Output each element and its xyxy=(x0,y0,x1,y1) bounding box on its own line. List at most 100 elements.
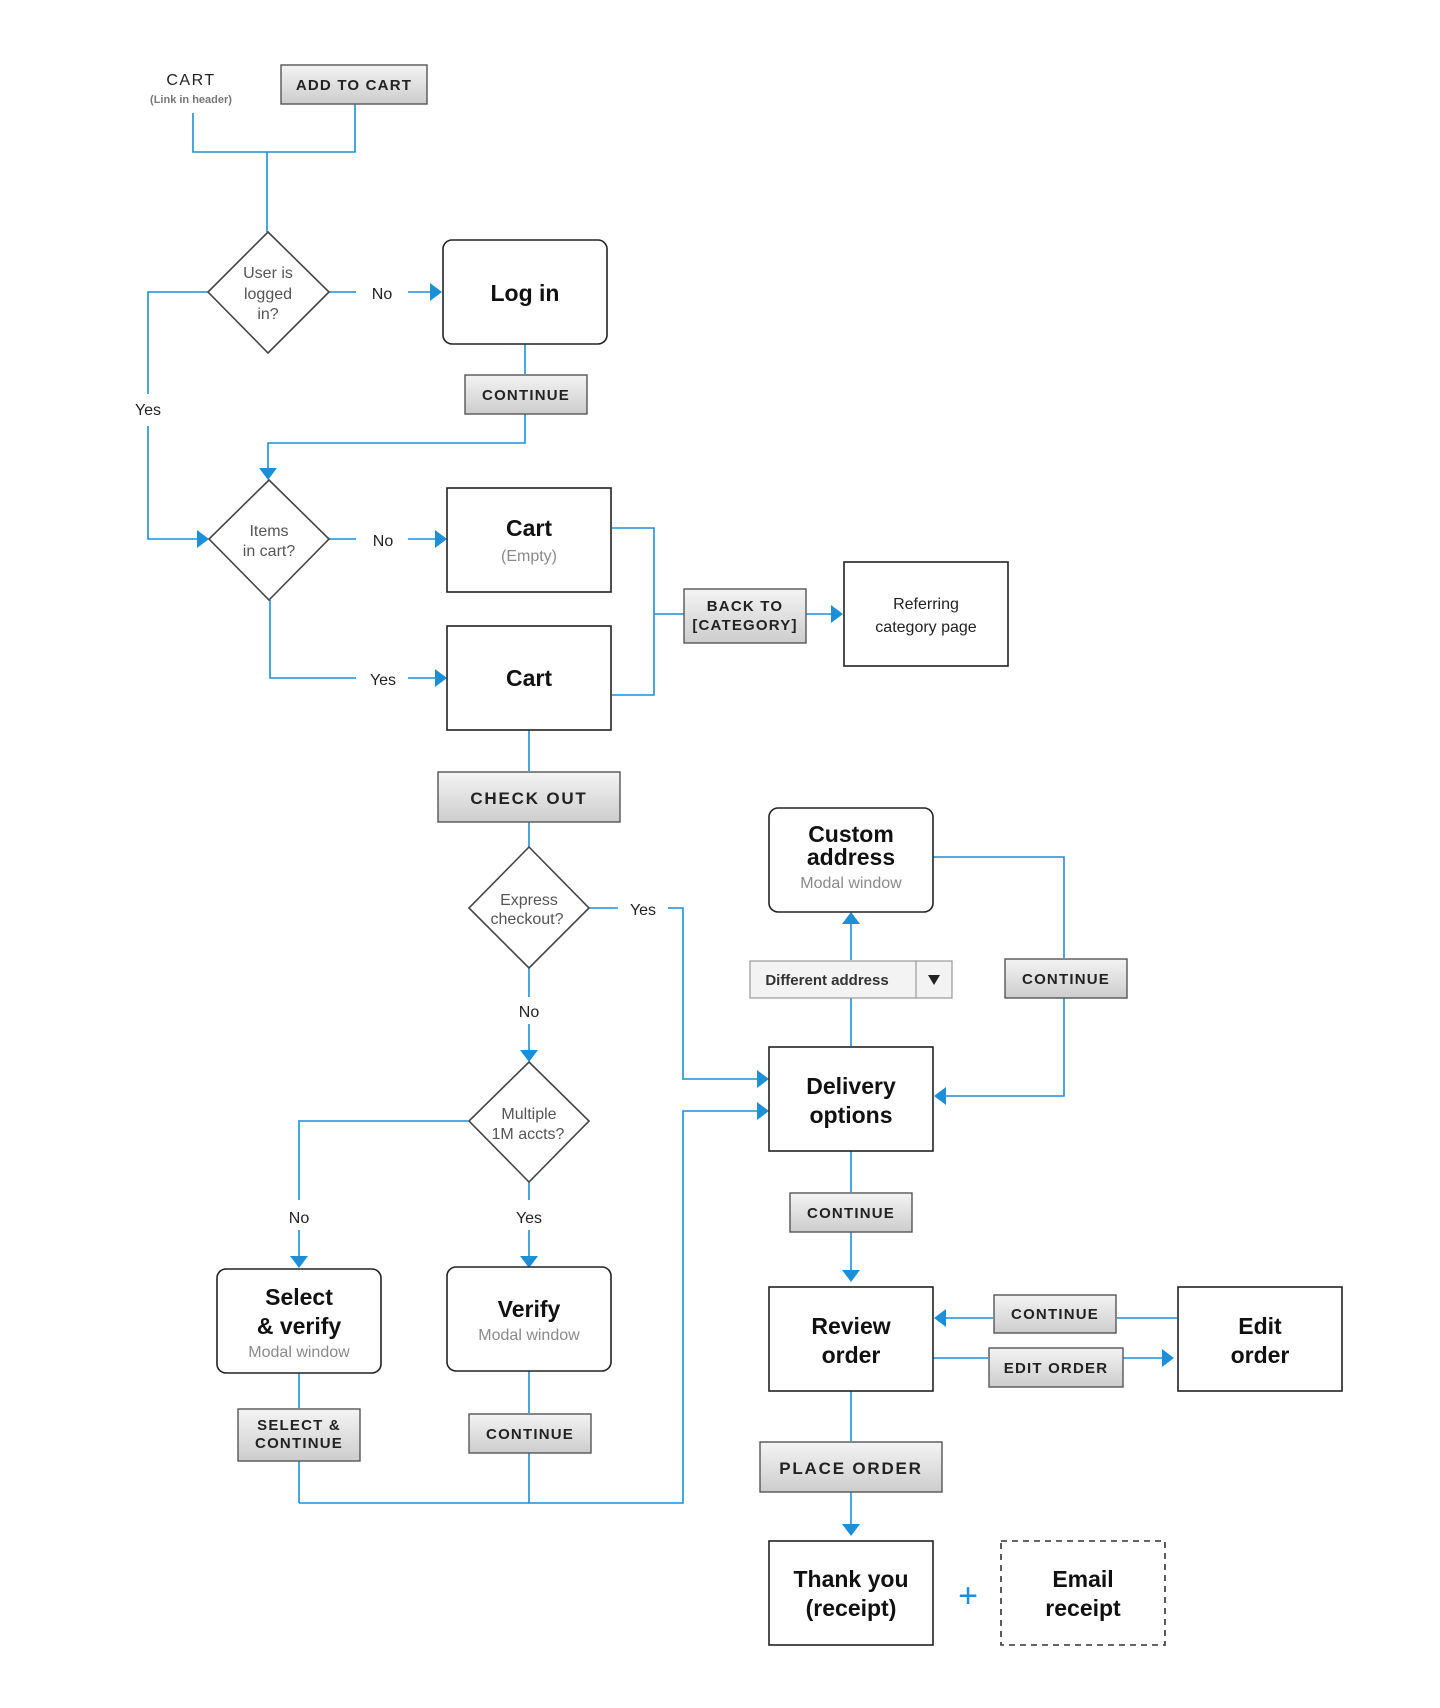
select-verify-subtitle: Modal window xyxy=(248,1344,350,1361)
edge-label-yes: Yes xyxy=(630,902,656,919)
arrowhead xyxy=(842,1270,860,1282)
arrowhead xyxy=(435,530,447,548)
custom-address-title: Custom xyxy=(808,821,894,847)
edge-label-no: No xyxy=(519,1004,540,1021)
arrowhead xyxy=(842,1524,860,1536)
decision-text-line: User is xyxy=(243,265,293,282)
email-receipt-box: Email receipt xyxy=(1000,1540,1166,1646)
arrowhead xyxy=(259,468,277,480)
login-continue-button[interactable]: CONTINUE xyxy=(464,374,588,415)
custom-address-subtitle: Modal window xyxy=(800,875,902,892)
edge-label-no: No xyxy=(373,533,394,550)
back-to-category-label[interactable]: [CATEGORY] xyxy=(692,617,797,634)
decision-text-line: 1M accts? xyxy=(492,1126,565,1143)
back-to-category-button[interactable]: BACK TO [CATEGORY] xyxy=(683,588,807,644)
check-out-button[interactable]: CHECK OUT xyxy=(437,771,621,823)
decision-text-line: in cart? xyxy=(243,543,296,560)
continue-label[interactable]: CONTINUE xyxy=(482,387,570,404)
review-order-title: order xyxy=(822,1342,881,1368)
add-to-cart-button[interactable]: ADD TO CART xyxy=(280,64,428,105)
login-title: Log in xyxy=(491,280,560,306)
cart-header-link[interactable]: CART (Link in header) xyxy=(150,72,232,106)
edit-continue-button[interactable]: CONTINUE xyxy=(993,1294,1117,1334)
decision-text-line: in? xyxy=(257,306,278,323)
connectors xyxy=(147,104,1177,1526)
decision-text-line: Express xyxy=(500,892,558,909)
add-to-cart-label[interactable]: ADD TO CART xyxy=(296,77,412,94)
thank-you-box: Thank you (receipt) xyxy=(768,1540,934,1646)
place-order-label[interactable]: PLACE ORDER xyxy=(779,1459,923,1478)
continue-label[interactable]: CONTINUE xyxy=(1011,1306,1099,1323)
thank-you-title: (receipt) xyxy=(806,1595,897,1621)
arrowhead xyxy=(1162,1349,1174,1367)
edge-label-no: No xyxy=(372,286,393,303)
arrowhead xyxy=(934,1087,946,1105)
referring-text-line: category page xyxy=(875,619,977,636)
verify-box: Verify Modal window xyxy=(446,1266,612,1372)
edit-order-title: Edit xyxy=(1238,1313,1282,1339)
select-continue-label[interactable]: CONTINUE xyxy=(255,1435,343,1452)
check-out-label[interactable]: CHECK OUT xyxy=(470,789,587,808)
arrowhead xyxy=(520,1256,538,1268)
delivery-options-box: Delivery options xyxy=(768,1046,934,1152)
place-order-button[interactable]: PLACE ORDER xyxy=(759,1441,943,1493)
cart-empty-box: Cart (Empty) xyxy=(446,487,612,593)
edit-order-label[interactable]: EDIT ORDER xyxy=(1004,1360,1109,1377)
address-dropdown[interactable]: Different address xyxy=(749,960,953,999)
decision-text-line: logged xyxy=(244,286,292,303)
edge-label-yes: Yes xyxy=(516,1210,542,1227)
edit-order-button[interactable]: EDIT ORDER xyxy=(988,1347,1124,1388)
arrowhead xyxy=(934,1309,946,1327)
edit-order-box: Edit order xyxy=(1177,1286,1343,1392)
cart-empty-title: Cart xyxy=(506,515,552,541)
referring-text-line: Referring xyxy=(893,596,959,613)
verify-subtitle: Modal window xyxy=(478,1327,580,1344)
decision-text-line: Multiple xyxy=(501,1106,556,1123)
delivery-options-title: Delivery xyxy=(806,1073,896,1099)
edge-label-yes: Yes xyxy=(135,402,161,419)
login-box: Log in xyxy=(442,239,608,345)
cart-empty-subtitle: (Empty) xyxy=(501,548,557,565)
cart-link-note: (Link in header) xyxy=(150,94,232,106)
cart-link-label[interactable]: CART xyxy=(166,72,215,89)
arrowhead xyxy=(520,1050,538,1062)
chevron-down-icon[interactable] xyxy=(928,975,940,985)
verify-continue-button[interactable]: CONTINUE xyxy=(468,1413,592,1454)
plus-sign: + xyxy=(958,1577,978,1615)
review-order-box: Review order xyxy=(768,1286,934,1392)
address-dropdown-value[interactable]: Different address xyxy=(765,972,888,989)
select-continue-label[interactable]: SELECT & xyxy=(257,1417,341,1434)
arrowhead xyxy=(831,605,843,623)
select-verify-title: Select xyxy=(265,1284,333,1310)
continue-label[interactable]: CONTINUE xyxy=(1022,971,1110,988)
custom-address-box: Custom address Modal window xyxy=(768,807,934,913)
back-to-category-label[interactable]: BACK TO xyxy=(707,598,783,615)
edge-label-no: No xyxy=(289,1210,310,1227)
review-order-title: Review xyxy=(811,1313,890,1339)
arrowhead xyxy=(757,1070,769,1088)
custom-address-continue-button[interactable]: CONTINUE xyxy=(1004,958,1128,999)
select-verify-box: Select & verify Modal window xyxy=(216,1268,382,1374)
continue-label[interactable]: CONTINUE xyxy=(807,1205,895,1222)
decision-text-line: Items xyxy=(249,523,288,540)
arrowhead xyxy=(430,283,442,301)
continue-label[interactable]: CONTINUE xyxy=(486,1426,574,1443)
cart-box: Cart xyxy=(446,625,612,731)
arrowhead xyxy=(197,530,209,548)
custom-address-title: address xyxy=(807,844,895,870)
arrowhead xyxy=(757,1102,769,1120)
arrowhead xyxy=(435,669,447,687)
decision-logged-in: User is logged in? xyxy=(206,230,331,355)
delivery-options-title: options xyxy=(809,1102,892,1128)
select-continue-button[interactable]: SELECT & CONTINUE xyxy=(237,1408,361,1462)
decision-items-in-cart: Items in cart? xyxy=(207,478,331,602)
referring-category-box: Referring category page xyxy=(843,561,1009,667)
decision-express-checkout: Express checkout? xyxy=(467,845,591,970)
decision-multiple-accounts: Multiple 1M accts? xyxy=(467,1060,591,1184)
delivery-continue-button[interactable]: CONTINUE xyxy=(789,1192,913,1233)
select-verify-title: & verify xyxy=(257,1313,342,1339)
cart-title: Cart xyxy=(506,665,552,691)
email-receipt-title: Email xyxy=(1052,1566,1113,1592)
arrowhead xyxy=(290,1256,308,1268)
